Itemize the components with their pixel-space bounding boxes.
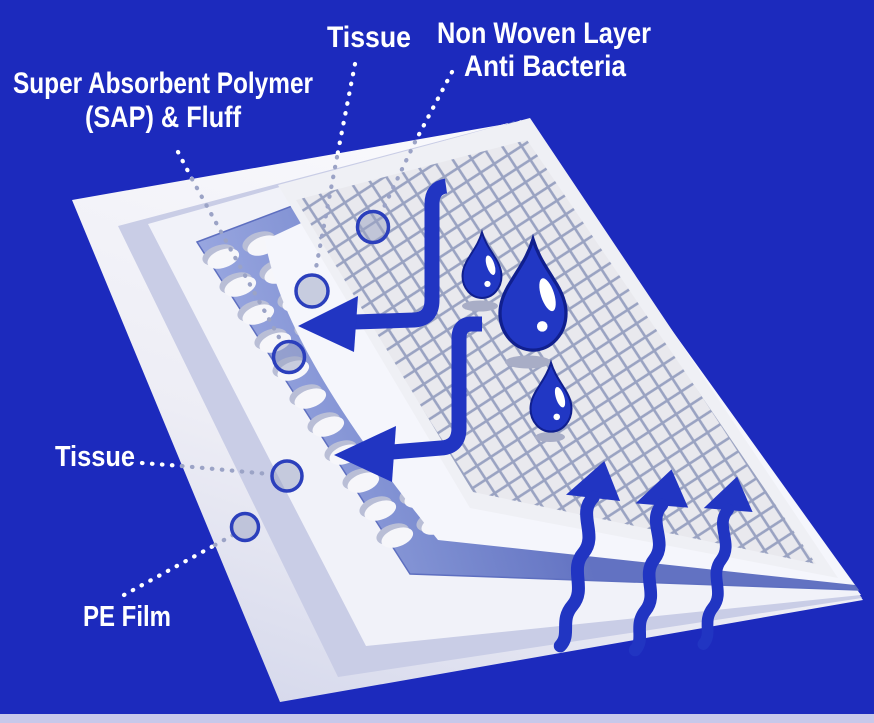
pe-film-callout-line	[212, 532, 236, 548]
nonwoven-label-line1: Non Woven Layer	[437, 17, 651, 50]
nonwoven-label-line2: Anti Bacteria	[464, 50, 626, 83]
pe-film-marker-circle	[229, 511, 261, 543]
drop-shadow	[505, 355, 551, 369]
labels: Super Absorbent Polymer (SAP) & Fluff Ti…	[13, 17, 651, 633]
tissue-top-label: Tissue	[327, 21, 411, 54]
bottom-edge-strip	[0, 714, 874, 723]
pad-layers	[72, 118, 863, 702]
callout-dotted-lines	[121, 61, 455, 598]
absorb-arrow-lower	[334, 316, 482, 482]
tissue-top-callout-line	[312, 154, 340, 276]
tissue-top-callout-line	[334, 61, 358, 160]
arrowhead-left-icon	[334, 426, 396, 482]
sap-label-line2: (SAP) & Fluff	[85, 101, 242, 134]
water-drops	[461, 231, 573, 442]
drop-shadow	[462, 300, 498, 312]
nonwoven-marker-circle	[355, 209, 391, 245]
arrowhead-left-icon	[298, 296, 358, 352]
nonwoven-callout-line	[380, 139, 418, 212]
pe-film-label: PE Film	[83, 601, 171, 633]
absorption-arrows	[298, 178, 482, 482]
tissue-top-marker-circle	[294, 273, 330, 309]
sap-label-line1: Super Absorbent Polymer	[13, 67, 313, 100]
absorb-arrow-upper	[298, 178, 448, 352]
tissue-bottom-marker-circle	[270, 459, 304, 493]
nonwoven-callout-line	[412, 69, 455, 145]
sap-marker-circle	[271, 339, 307, 375]
pe-film-callout-line	[121, 542, 218, 598]
callout-circles	[229, 209, 391, 543]
drop-shadow	[535, 432, 565, 442]
tissue-bottom-label: Tissue	[55, 441, 135, 473]
sap-callout-line	[189, 176, 284, 344]
tissue-bottom-callout-line	[139, 460, 185, 469]
